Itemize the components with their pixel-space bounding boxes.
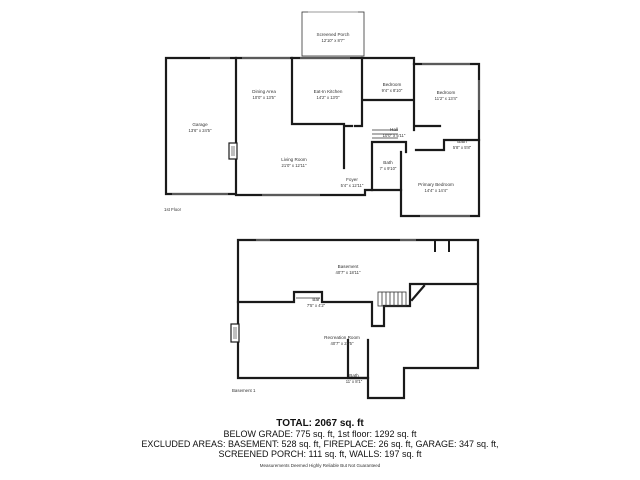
room-label-eat-in-kitchen: Eat-In Kitchen 14'2" x 13'0": [314, 89, 343, 100]
room-label-bedroom-1: Bedroom 9'4" x 8'10": [382, 82, 403, 93]
svg-text:11' x 8'1": 11' x 8'1": [346, 379, 363, 384]
svg-text:40'7" x 18'11": 40'7" x 18'11": [336, 270, 361, 275]
svg-text:Bedroom: Bedroom: [383, 82, 402, 87]
room-label-recreation-room: Recreation Room 40'7" x 21'5": [324, 335, 360, 346]
room-label-screened-porch: Screened Porch 12'10" x 8'7": [317, 32, 350, 43]
basement-post-2: [448, 240, 450, 252]
room-label-basement: Basement 40'7" x 18'11": [336, 264, 361, 275]
svg-text:7' x 9'10": 7' x 9'10": [380, 166, 397, 171]
svg-text:Bedroom: Bedroom: [437, 90, 456, 95]
svg-text:14'4" x 14'4": 14'4" x 14'4": [425, 188, 448, 193]
fireplace-hearth: [231, 146, 235, 156]
summary-line-1: BELOW GRADE: 775 sq. ft, 1st floor: 1292…: [223, 429, 417, 439]
svg-text:Dining Area: Dining Area: [252, 89, 276, 94]
interior-walls: [290, 56, 481, 192]
svg-text:Eat-In Kitchen: Eat-In Kitchen: [314, 89, 343, 94]
room-label-bath-upper-right: Bath 5'8" x 5'8": [453, 139, 472, 150]
room-label-dining-area: Dining Area 10'0" x 13'5": [252, 89, 276, 100]
svg-text:10'0" x 5'11": 10'0" x 5'11": [383, 133, 406, 138]
svg-text:Screened Porch: Screened Porch: [317, 32, 350, 37]
room-label-living-room: Living Room 21'0" x 12'11": [281, 157, 307, 168]
room-label-hall: Hall 10'0" x 5'11": [383, 127, 406, 138]
svg-text:Primary Bedroom: Primary Bedroom: [418, 182, 454, 187]
svg-text:Recreation Room: Recreation Room: [324, 335, 360, 340]
room-label-bar: Bar 7'5" x 4'2": [307, 297, 326, 308]
room-label-garage: Garage 13'6" x 24'5": [189, 122, 212, 133]
floor-label-basement: Basement 1: [232, 388, 256, 393]
svg-text:40'7" x 21'5": 40'7" x 21'5": [331, 341, 354, 346]
summary-line-2: EXCLUDED AREAS: BASEMENT: 528 sq. ft, FI…: [141, 439, 499, 449]
summary-disclaimer: Measurements Deemed Highly Reliable But …: [259, 463, 381, 468]
room-label-primary-bedroom: Primary Bedroom 14'4" x 14'4": [418, 182, 454, 193]
room-label-foyer: Foyer 5'4" x 12'11": [341, 177, 364, 188]
svg-text:5'4" x 12'11": 5'4" x 12'11": [341, 183, 364, 188]
room-label-bedroom-2: Bedroom 11'2" x 13'4": [435, 90, 458, 101]
svg-text:Garage: Garage: [192, 122, 208, 127]
summary-total: TOTAL: 2067 sq. ft: [276, 418, 364, 429]
summary-line-3: SCREENED PORCH: 111 sq. ft, WALLS: 197 s…: [218, 449, 422, 459]
basement-exterior-walls: [236, 238, 480, 400]
basement-post-1: [434, 240, 436, 252]
svg-text:14'2" x 13'0": 14'2" x 13'0": [317, 95, 340, 100]
svg-text:Bar: Bar: [312, 297, 320, 302]
svg-text:Bath: Bath: [349, 373, 359, 378]
svg-text:7'5" x 4'2": 7'5" x 4'2": [307, 303, 326, 308]
svg-text:9'4" x 8'10": 9'4" x 8'10": [382, 88, 403, 93]
svg-text:Bath: Bath: [457, 139, 467, 144]
stairs-basement: [377, 291, 407, 307]
first-floor: Screened Porch 12'10" x 8'7" Garage 13'6…: [164, 11, 481, 218]
basement-interior-walls: [236, 282, 480, 380]
svg-text:Hall: Hall: [390, 127, 398, 132]
svg-text:10'0" x 13'5": 10'0" x 13'5": [253, 95, 276, 100]
floor-label-first: 1st Floor: [164, 207, 182, 212]
area-summary: TOTAL: 2067 sq. ft BELOW GRADE: 775 sq. …: [0, 418, 640, 469]
svg-text:Basement: Basement: [338, 264, 359, 269]
svg-text:Bath: Bath: [383, 160, 393, 165]
stairs-first-floor: [372, 129, 398, 139]
room-label-bath-center: Bath 7' x 9'10": [380, 160, 397, 171]
svg-text:11'2" x 13'4": 11'2" x 13'4": [435, 96, 458, 101]
svg-text:21'0" x 12'11": 21'0" x 12'11": [282, 163, 307, 168]
svg-text:5'8" x 5'8": 5'8" x 5'8": [453, 145, 472, 150]
svg-text:Foyer: Foyer: [346, 177, 358, 182]
room-label-bath-basement: Bath 11' x 8'1": [346, 373, 363, 384]
svg-text:Living Room: Living Room: [281, 157, 307, 162]
svg-text:13'6" x 24'5": 13'6" x 24'5": [189, 128, 212, 133]
svg-text:12'10" x 8'7": 12'10" x 8'7": [322, 38, 345, 43]
basement-fireplace-hearth: [233, 327, 237, 339]
basement-floor: Basement 40'7" x 18'11" Bar 7'5" x 4'2" …: [230, 238, 480, 400]
